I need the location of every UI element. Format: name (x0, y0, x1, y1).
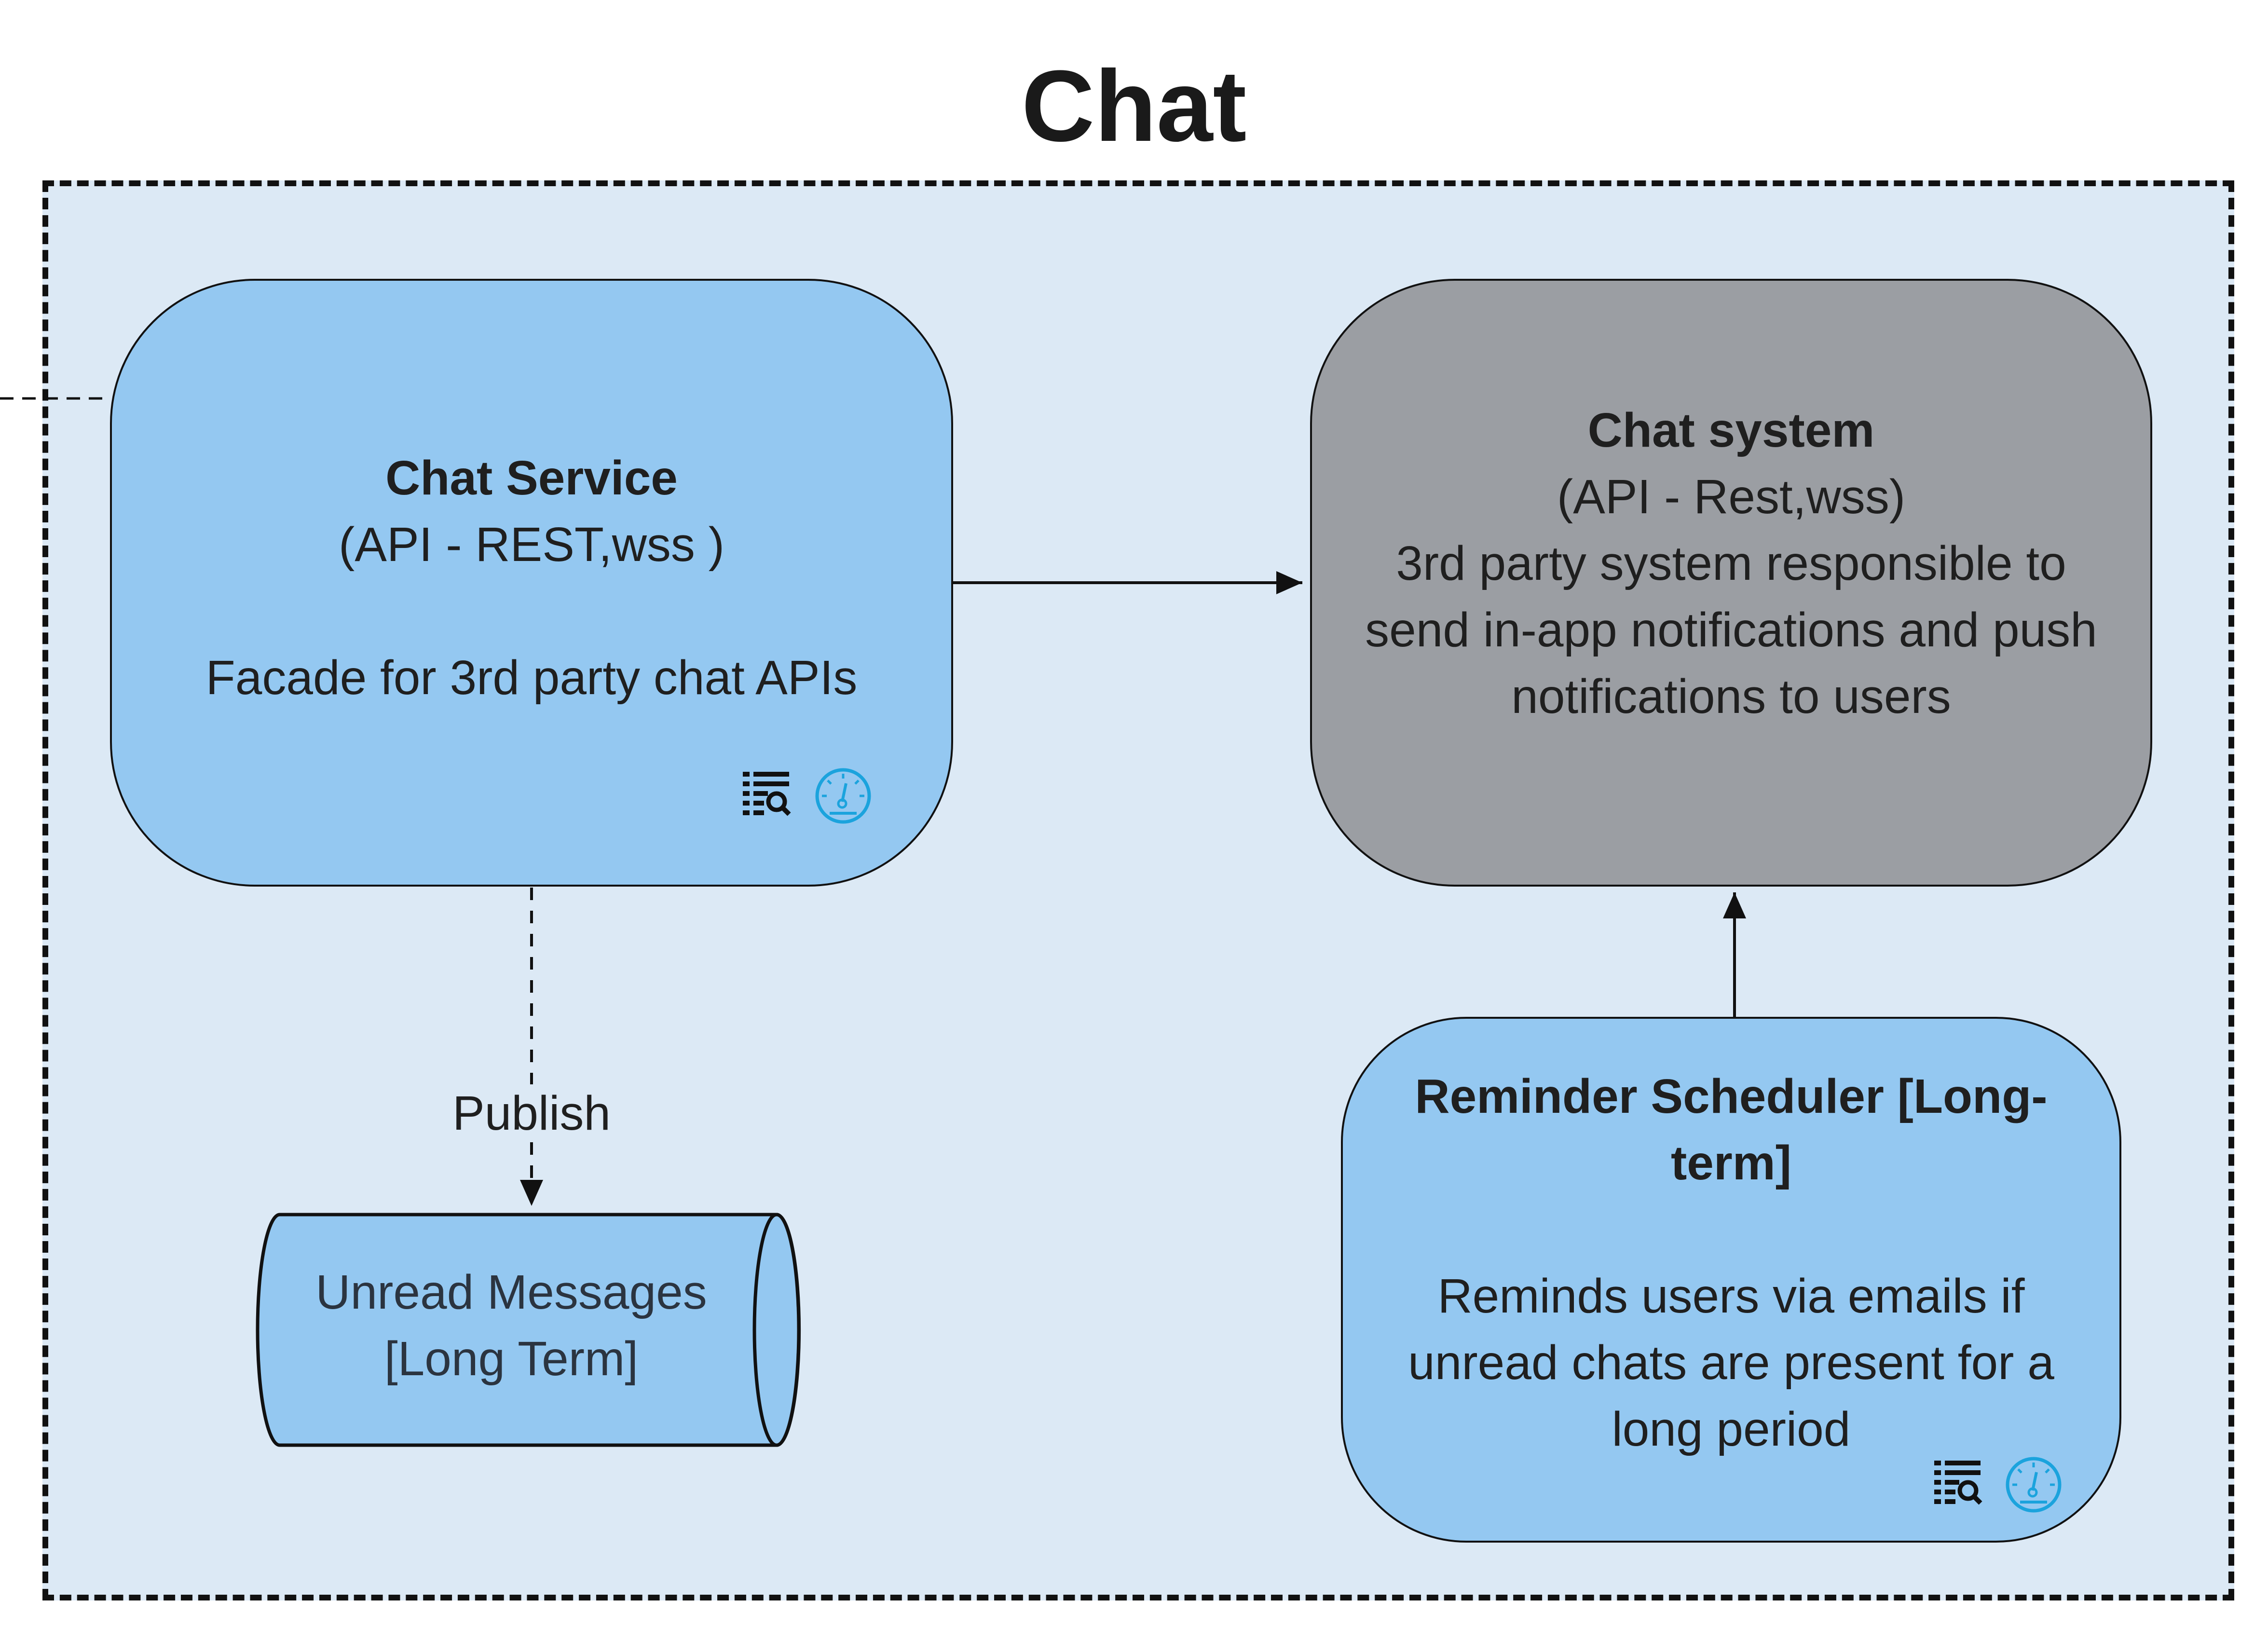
unread-messages-line: Unread Messages (315, 1265, 707, 1319)
chat-system-description-line: 3rd party system responsible to (1396, 536, 2066, 590)
diagram-title: Chat (1021, 49, 1247, 163)
reminder-scheduler-description-line: Reminds users via emails if (1437, 1269, 2025, 1323)
logs-search-icon (743, 772, 791, 816)
chat-system-tech: (API - Rest,wss) (1557, 470, 1906, 524)
chat-system-description-line: send in-app notifications and push (1365, 603, 2097, 657)
publish-edge-label: Publish (435, 1084, 628, 1142)
reminder-scheduler-description-line: long period (1612, 1402, 1851, 1456)
unread-messages-label: Unread Messages [Long Term] (270, 1259, 752, 1392)
chat-service-tech: (API - REST,wss ) (338, 518, 725, 572)
reminder-scheduler-description-line: unread chats are present for a (1408, 1336, 2054, 1390)
reminder-scheduler-node[interactable]: Reminder Scheduler [Long- term] Reminds … (1341, 1017, 2121, 1543)
chat-system-description-line: notifications to users (1511, 670, 1951, 724)
unread-messages-line: [Long Term] (384, 1332, 639, 1386)
unread-messages-queue[interactable] (256, 1211, 810, 1452)
reminder-scheduler-name-line: term] (1670, 1136, 1792, 1190)
chat-service-description: Facade for 3rd party chat APIs (205, 651, 858, 705)
chat-service-node[interactable]: Chat Service (API - REST,wss ) Facade fo… (110, 279, 953, 887)
reminder-scheduler-name-line: Reminder Scheduler [Long- (1415, 1069, 2048, 1123)
chat-service-name: Chat Service (385, 451, 678, 505)
logs-search-icon (1934, 1461, 1982, 1505)
chat-system-node[interactable]: Chat system (API - Rest,wss) 3rd party s… (1310, 279, 2152, 887)
dashboard-gauge-icon (815, 768, 871, 824)
chat-system-name: Chat system (1587, 403, 1875, 457)
dashboard-gauge-icon (2006, 1457, 2062, 1513)
